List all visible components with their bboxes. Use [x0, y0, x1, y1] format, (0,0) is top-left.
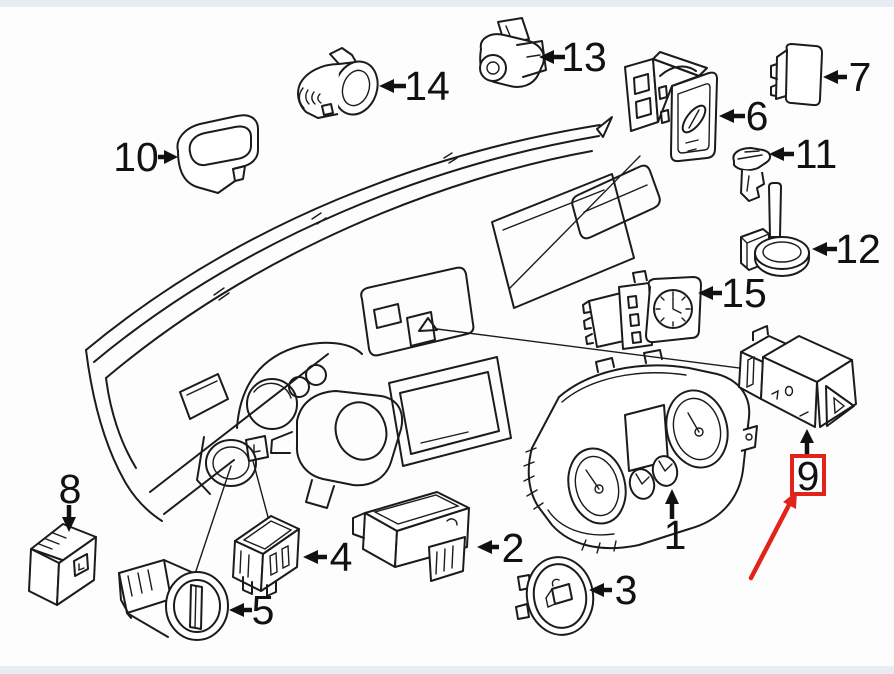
- callout-8-arrow: [62, 505, 76, 532]
- callout-4-arrow: [303, 550, 327, 564]
- highlight-red-box: [790, 454, 826, 496]
- callout-15-label: 15: [721, 270, 767, 316]
- callout-4-label: 4: [330, 534, 353, 580]
- callout-15-arrow: [698, 286, 722, 300]
- callout-10-label: 10: [113, 134, 159, 180]
- callout-labels: 10 14 13 6 7 11 12 15 1 2 3 4 5 8: [59, 34, 881, 633]
- clock-face-ticks: [655, 291, 691, 327]
- dashboard-line-art: [85, 116, 787, 581]
- callout-10-arrow: [158, 150, 178, 164]
- part-15-clock-switch: [582, 270, 702, 350]
- part-10-cover-cap: [176, 114, 259, 194]
- highlight-part-9: 9: [748, 453, 826, 581]
- leader-to-part6: [508, 155, 641, 290]
- callout-11-label: 11: [795, 131, 838, 177]
- leader-to-part5: [192, 465, 232, 581]
- callout-3-arrow: [589, 583, 612, 597]
- callout-6-label: 6: [746, 93, 769, 139]
- top-border-strip: [0, 0, 894, 7]
- callout-5-arrow: [229, 603, 252, 617]
- leader-to-part9: [436, 328, 787, 375]
- part-4-switch-block: [232, 515, 300, 597]
- callout-3-label: 3: [615, 567, 638, 613]
- callout-5-label: 5: [252, 587, 275, 633]
- callout-9-label: 9: [797, 453, 820, 499]
- zero-marking: [784, 385, 794, 397]
- hazard-triangle-symbol: [825, 385, 855, 427]
- callout-6-arrow: [719, 109, 745, 123]
- part-1-instrument-cluster: [523, 349, 758, 554]
- highlight-red-arrow-shaft: [748, 500, 793, 581]
- callout-12-arrow: [812, 242, 837, 256]
- callout-1-label: 1: [664, 512, 687, 558]
- part-9-hazard-warning-switch: [738, 325, 857, 428]
- part-7-blank-cover: [770, 43, 823, 107]
- callout-9-arrow: [800, 429, 814, 456]
- part-11-retaining-clip: [732, 147, 772, 202]
- callout-14-label: 14: [404, 63, 450, 109]
- part-8-switch: [28, 523, 97, 606]
- callout-13-arrow: [539, 50, 565, 64]
- part-5-headlight-switch: [118, 559, 229, 641]
- callout-11-arrow: [769, 147, 794, 161]
- part-3-round-window-switch: [515, 556, 595, 636]
- callout-8-label: 8: [59, 466, 82, 512]
- callout-1-arrow: [665, 489, 679, 519]
- callout-2-label: 2: [502, 525, 525, 571]
- part-12-sensor: [740, 182, 810, 277]
- leader-to-part4: [252, 460, 269, 518]
- callout-13-label: 13: [561, 34, 607, 80]
- window-lift-symbol: [551, 583, 573, 605]
- callout-arrows: [62, 50, 847, 617]
- part-14-ignition-lock-housing: [297, 47, 379, 119]
- callout-2-arrow: [477, 540, 499, 554]
- part-2-control-module: [352, 491, 470, 582]
- bottom-border-strip: [0, 666, 894, 674]
- part-6-lock-module: [624, 51, 718, 163]
- part-13-sensor-switch: [479, 17, 547, 88]
- callout-14-arrow: [379, 79, 406, 93]
- callout-7-arrow: [823, 70, 847, 84]
- callout-7-label: 7: [849, 54, 872, 100]
- callout-12-label: 12: [835, 226, 881, 272]
- hazard-triangle-marker: [418, 317, 438, 332]
- keyhole: [681, 104, 707, 134]
